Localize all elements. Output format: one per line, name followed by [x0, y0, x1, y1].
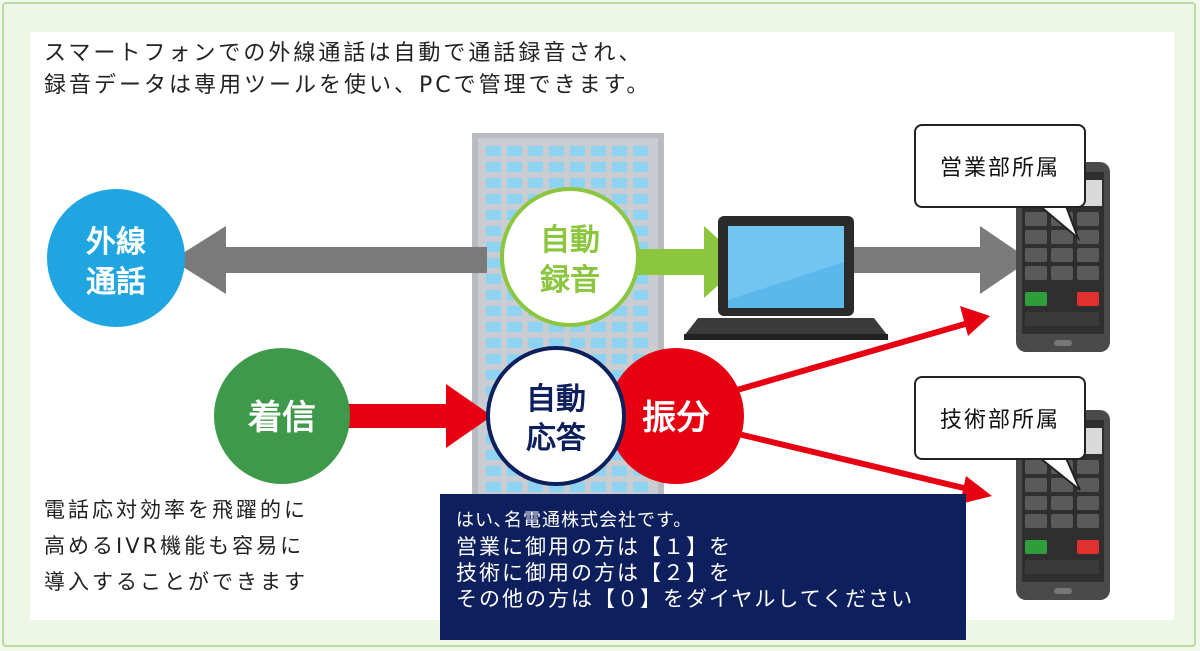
routing-node: 振分: [608, 348, 744, 484]
footer-line-2: 高めるIVR機能も容易に: [44, 528, 308, 564]
auto-recording-line1: 自動: [540, 223, 600, 258]
arrow-to-outside-call: [172, 226, 487, 294]
ivr-line-sales: 営業に御用の方は【１】を: [456, 534, 950, 560]
tech-department-callout: 技術部所属: [914, 376, 1086, 460]
incoming-label: 着信: [247, 398, 316, 438]
arrow-incoming-to-auto-answer: [338, 384, 492, 448]
ivr-greeting: はい､名電通株式会社です。: [456, 508, 950, 534]
footer-text: 電話応対効率を飛躍的に 高めるIVR機能も容易に 導入することができます: [44, 492, 308, 600]
incoming-node: 着信: [214, 348, 350, 484]
footer-line-3: 導入することができます: [44, 564, 308, 600]
sales-department-callout: 営業部所属: [914, 124, 1086, 208]
sales-department-label: 営業部所属: [940, 150, 1060, 182]
routing-label: 振分: [642, 398, 710, 438]
auto-recording-node: 自動 録音: [502, 189, 638, 325]
ivr-message-box: はい､名電通株式会社です。 営業に御用の方は【１】を 技術に御用の方は【２】を …: [440, 494, 966, 640]
footer-line-1: 電話応対効率を飛躍的に: [44, 492, 308, 528]
ivr-line-other: その他の方は【０】をダイヤルしてください: [456, 586, 950, 612]
outside-call-line1: 外線: [86, 225, 146, 260]
outside-call-line2: 通話: [86, 265, 146, 300]
arrow-laptop-to-sales-phone: [852, 226, 1030, 294]
tech-department-label: 技術部所属: [940, 402, 1060, 434]
auto-answer-line2: 応答: [526, 421, 587, 456]
outside-call-node: 外線 通話: [47, 189, 185, 327]
auto-answer-line1: 自動: [526, 382, 586, 417]
auto-answer-node: 自動 応答: [488, 348, 624, 484]
auto-recording-line2: 録音: [540, 263, 600, 298]
ivr-line-tech: 技術に御用の方は【２】を: [456, 560, 950, 586]
